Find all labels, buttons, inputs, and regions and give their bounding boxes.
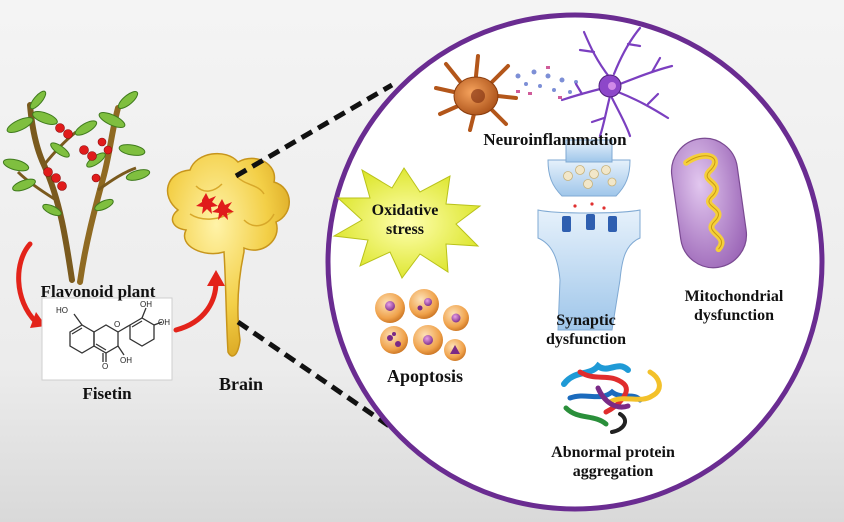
synapse-icon [537, 139, 641, 331]
arrow-fisetin-to-brain [173, 270, 225, 333]
mitochondrial-dysfunction-label: Mitochondrial dysfunction [684, 288, 784, 324]
brain-icon [166, 152, 290, 357]
zoom-line-top [234, 82, 394, 179]
protein-aggregation-label: Abnormal protein aggregation [551, 444, 675, 480]
apoptosis-cells-icon [375, 289, 469, 361]
neuroinflammation-label: Neuroinflammation [483, 130, 627, 149]
brain-label: Brain [218, 374, 263, 394]
mitochondrion-icon [670, 137, 748, 269]
molecule-label-ho: HO [56, 306, 68, 315]
flavonoid-plant-icon [2, 90, 151, 285]
fisetin-structure [41, 297, 173, 381]
neuron-icon [560, 26, 674, 138]
microglia-icon [434, 54, 518, 132]
protein-aggregate-icon [561, 361, 662, 434]
molecule-label-oh-2: OH [158, 318, 170, 327]
molecule-label-ring-o: O [114, 320, 121, 329]
synaptic-dysfunction-label: Synaptic dysfunction [545, 312, 627, 348]
fisetin-label: Fisetin [82, 384, 132, 403]
cytokine-particles [515, 66, 578, 99]
molecule-label-oh-1: OH [140, 300, 152, 309]
apoptosis-label: Apoptosis [386, 366, 464, 386]
oxidative-stress-starburst [332, 167, 482, 279]
molecule-label-oh-3: OH [120, 356, 132, 365]
flavonoid-plant-label: Flavonoid plant [40, 282, 156, 301]
zoom-line-bottom [236, 319, 400, 435]
molecule-label-keto-o: O [102, 362, 109, 371]
oxidative-stress-label: Oxidative stress [371, 202, 439, 238]
